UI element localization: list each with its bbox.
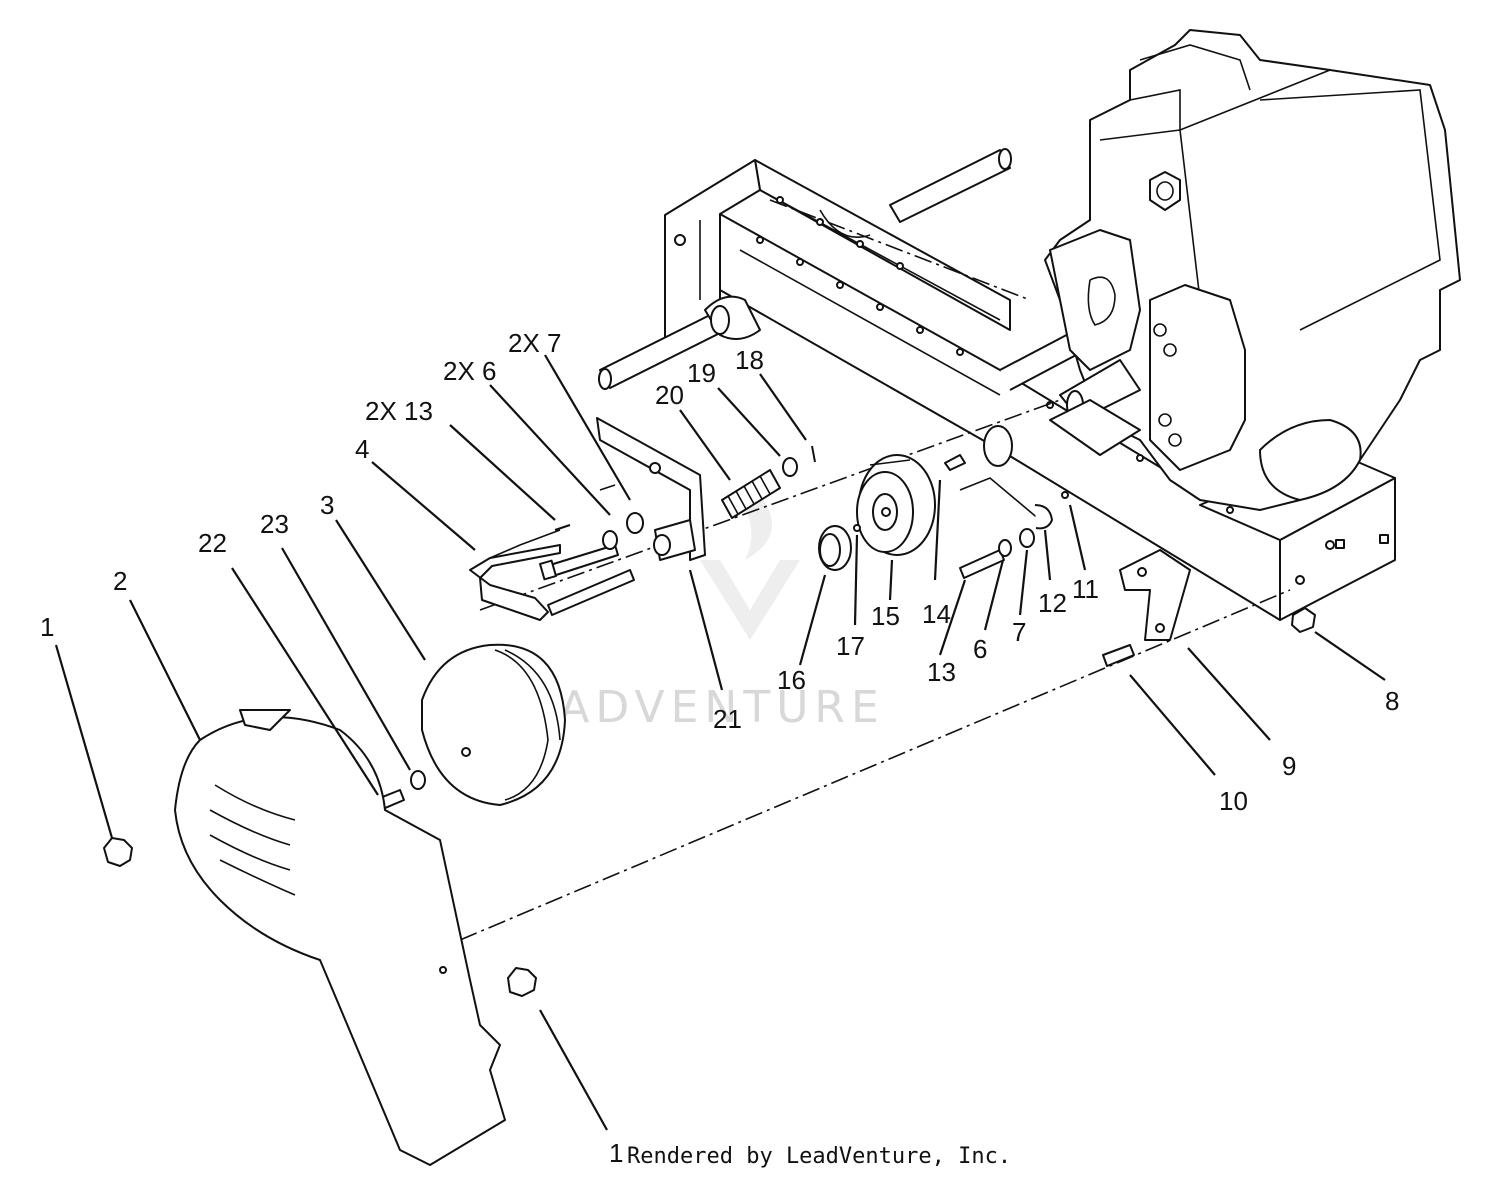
callout-2: 2 — [113, 566, 127, 596]
callout-11: 11 — [1072, 574, 1099, 604]
idler-bracket — [596, 417, 706, 561]
leader-lines — [54, 354, 1386, 1131]
callout-8: 8 — [1385, 686, 1399, 716]
bushing-16 — [818, 525, 852, 571]
callout-21: 21 — [713, 704, 742, 734]
callout-2x13: 2X 13 — [365, 396, 433, 426]
assembly-centerline-top — [769, 199, 1031, 301]
knob-1-right — [507, 967, 537, 997]
callout-12: 12 — [1038, 588, 1067, 618]
chassis-frame — [664, 159, 1396, 621]
callout-19: 19 — [687, 358, 716, 388]
callout-17: 17 — [836, 631, 865, 661]
assembly-centerline-lower — [459, 589, 1291, 941]
callout-16: 16 — [777, 665, 806, 695]
engine — [1044, 29, 1461, 511]
support-bracket — [1119, 549, 1191, 641]
callout-1-lower: 1 — [609, 1138, 623, 1168]
callout-10: 10 — [1219, 786, 1248, 816]
knob-1-left — [103, 837, 133, 867]
washer-6-pair — [602, 530, 618, 550]
washer-23 — [410, 770, 426, 790]
watermark-logo — [700, 495, 800, 640]
callout-2x7: 2X 7 — [508, 328, 562, 358]
callout-22: 22 — [198, 528, 227, 558]
callouts: 1 2 22 23 3 4 2X 13 2X 6 2X 7 20 19 18 2… — [40, 328, 1399, 1168]
washer-6 — [998, 539, 1012, 557]
bolt-13-pair — [539, 524, 619, 581]
nut-8 — [1291, 607, 1316, 633]
washer-19 — [782, 457, 798, 477]
engine-shaft-bushing — [983, 425, 1013, 467]
callout-14: 14 — [922, 599, 951, 629]
callout-18: 18 — [735, 345, 764, 375]
bolt-10 — [1102, 644, 1135, 667]
key-14 — [944, 454, 966, 471]
render-credit: Rendered by LeadVenture, Inc. — [627, 1144, 1011, 1169]
cotter-pin-18 — [811, 445, 816, 463]
idler-spring — [721, 469, 781, 519]
assembly-centerline-upper — [479, 399, 1061, 611]
bolt-13 — [959, 549, 1005, 579]
key-17 — [853, 524, 861, 532]
blower-housing — [174, 709, 506, 1166]
callout-4: 4 — [355, 434, 369, 464]
callout-20: 20 — [655, 380, 684, 410]
spring-arm — [959, 477, 1069, 530]
callout-3: 3 — [320, 490, 334, 520]
callout-7: 7 — [1012, 617, 1026, 647]
drive-pulley — [856, 454, 936, 556]
callout-6: 6 — [973, 634, 987, 664]
callout-2x6: 2X 6 — [443, 356, 497, 386]
belt-guard — [421, 643, 566, 806]
callout-13: 13 — [927, 657, 956, 687]
linkage-rod — [469, 529, 635, 621]
callout-9: 9 — [1282, 751, 1296, 781]
washer-7 — [1019, 528, 1035, 548]
callout-15: 15 — [871, 601, 900, 631]
callout-1: 1 — [40, 612, 54, 642]
washer-7-pair — [626, 512, 644, 534]
callout-23: 23 — [260, 509, 289, 539]
axle-shaft — [598, 148, 1012, 390]
